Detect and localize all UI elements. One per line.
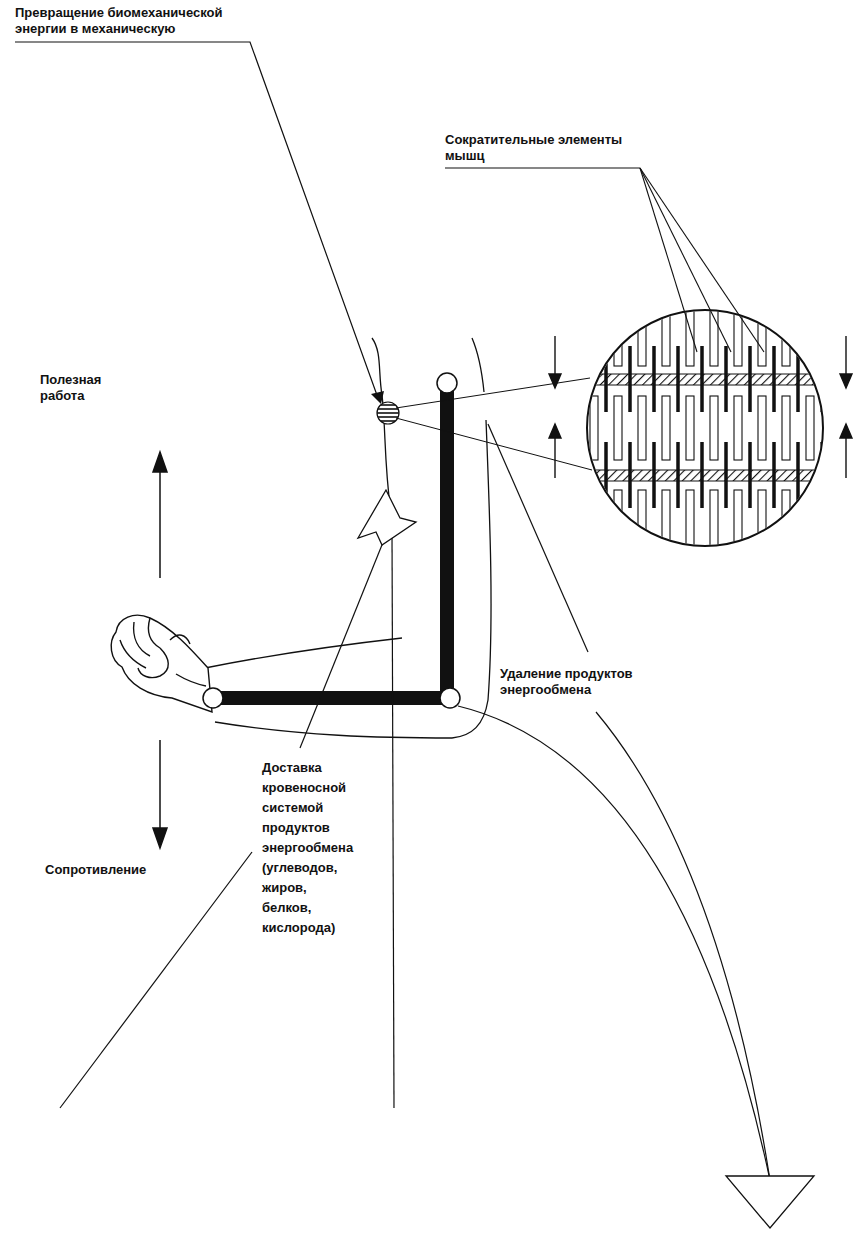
shoulder-outline <box>472 338 484 392</box>
filament <box>710 490 718 554</box>
callout-label: Превращение биомеханической энергии в ме… <box>15 5 255 37</box>
shoulder-joint <box>437 373 457 393</box>
leader-arrowhead <box>371 391 384 404</box>
filament <box>806 396 814 460</box>
filament <box>662 396 670 460</box>
actin-filament <box>772 442 776 508</box>
filament <box>614 306 622 366</box>
filament <box>614 490 622 554</box>
forearm-top <box>205 638 402 668</box>
filament <box>758 396 766 460</box>
filament <box>614 396 622 460</box>
elbow-joint <box>440 688 460 708</box>
callout-label: Доставка кровеносной системой продуктов … <box>262 758 353 938</box>
removal-lines <box>458 424 770 1180</box>
magnifier-line <box>396 378 590 408</box>
actin-filament <box>700 442 704 508</box>
actin-filament <box>676 442 680 508</box>
filament <box>806 490 814 554</box>
magnified-circle <box>587 310 823 546</box>
actin-filament <box>700 346 704 412</box>
filament <box>758 490 766 554</box>
filament <box>686 396 694 460</box>
filament <box>782 306 790 366</box>
actin-filament <box>748 346 752 412</box>
contraction-arrows <box>549 336 852 478</box>
wrist-joint <box>203 688 223 708</box>
actin-filament <box>652 442 656 508</box>
upper-arm-back <box>452 420 491 738</box>
filament <box>710 396 718 460</box>
callout-label: Сократительные элементы мышц <box>445 132 640 164</box>
actin-filament <box>748 442 752 508</box>
actin-filament <box>724 442 728 508</box>
filament <box>638 396 646 460</box>
filament <box>662 490 670 554</box>
filament <box>710 306 718 366</box>
actin-filament <box>652 346 656 412</box>
forearm-bottom <box>215 722 452 738</box>
removal-arrow <box>726 1176 814 1228</box>
filament <box>638 306 646 366</box>
force-arrows <box>153 452 167 848</box>
upper-arm-outline <box>372 338 392 520</box>
muscle-spot <box>377 402 399 424</box>
filament <box>782 490 790 554</box>
filament <box>734 490 742 554</box>
actin-filament <box>628 346 632 412</box>
filament <box>734 396 742 460</box>
z-band <box>580 470 840 481</box>
z-band <box>580 374 840 385</box>
fist-drawing <box>111 615 212 712</box>
magnifier-line <box>396 418 592 470</box>
actin-filament <box>724 346 728 412</box>
filament <box>590 306 598 366</box>
delivery-arrow <box>358 490 416 545</box>
filament <box>638 490 646 554</box>
force-label: Полезная работа <box>40 372 101 404</box>
bone-bars <box>203 373 460 708</box>
filament <box>806 306 814 366</box>
filament <box>590 490 598 554</box>
leader-line <box>445 168 764 352</box>
actin-filament <box>772 346 776 412</box>
filament <box>758 306 766 366</box>
filament <box>782 396 790 460</box>
delivery-lines <box>60 530 394 1108</box>
actin-filament <box>628 442 632 508</box>
leader-line <box>15 42 378 398</box>
filament <box>590 396 598 460</box>
actin-filament <box>676 346 680 412</box>
sarcomere-detail <box>580 306 840 554</box>
actin-filament <box>604 346 608 412</box>
actin-filament <box>604 442 608 508</box>
callout-label: Удаление продуктов энергообмена <box>500 666 678 698</box>
force-label: Сопротивление <box>45 862 146 878</box>
filament <box>686 306 694 366</box>
body-outline <box>205 338 491 738</box>
